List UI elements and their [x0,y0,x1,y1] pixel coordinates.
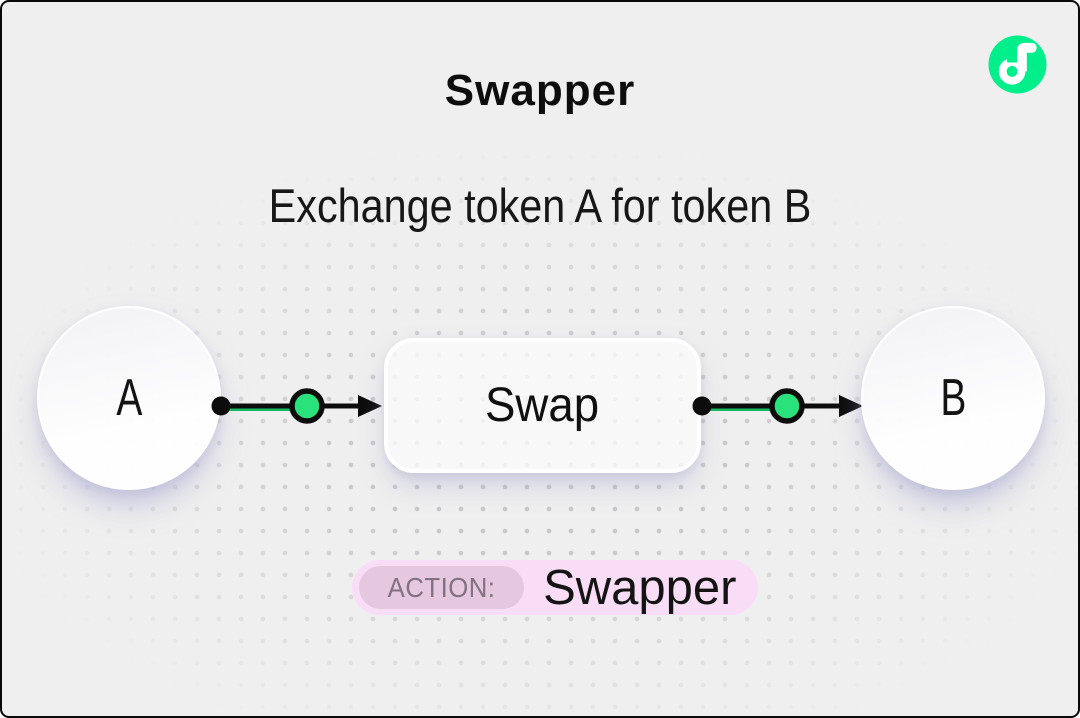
swap-process-node: Swap [384,338,701,473]
action-badge-label: ACTION: [387,571,496,603]
action-badge-chip: ACTION: [359,566,525,609]
token-node-b: B [861,306,1045,490]
edge-start-dot [692,396,712,416]
swap-label: Swap [485,379,600,432]
token-a-label: A [115,369,143,427]
arrowhead-icon [839,395,863,417]
arrowhead-icon [358,395,382,417]
edge-start-dot [211,396,231,416]
edge-swap-to-b [692,388,863,424]
edge-green-node [289,388,325,424]
edge-a-to-swap [211,388,382,424]
flow-logo-icon [988,35,1047,94]
token-node-a: A [37,306,221,490]
action-badge-value: Swapper [543,560,737,615]
action-badge: ACTION: Swapper [352,560,759,615]
page-subtitle: Exchange token A for token B [268,179,812,232]
edge-green-node [769,388,805,424]
page-title: Swapper [444,66,636,115]
token-b-label: B [939,369,967,427]
